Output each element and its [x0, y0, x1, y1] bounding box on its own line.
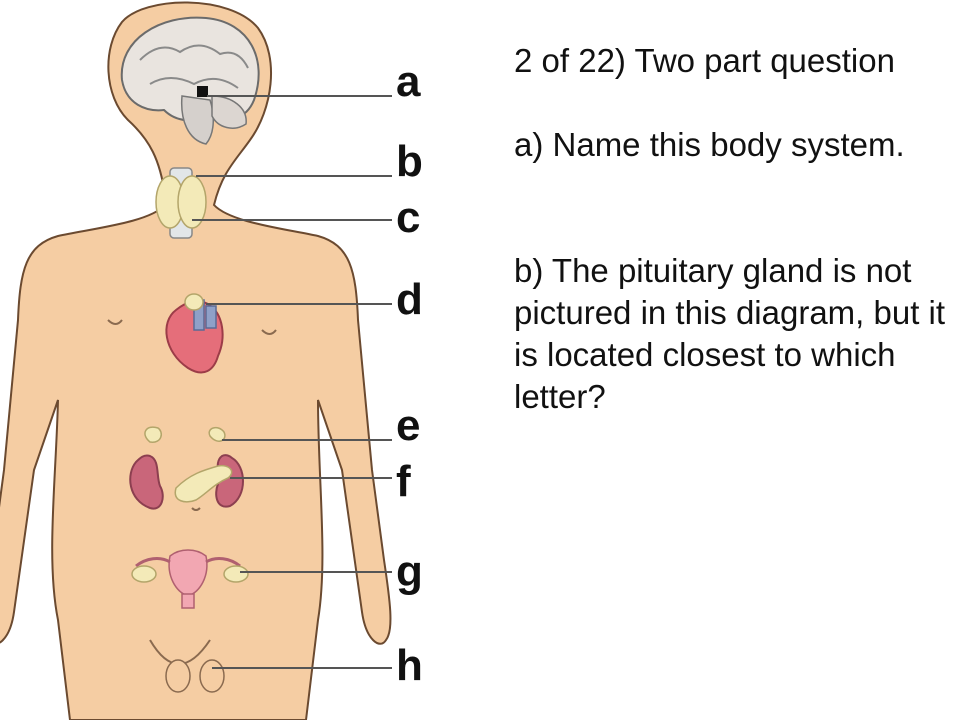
- label-b: b: [396, 137, 423, 186]
- question-title: 2 of 22) Two part question: [514, 42, 895, 79]
- thyroid-gland: [155, 167, 207, 239]
- brain: [120, 16, 260, 145]
- question-part-b: b) The pituitary gland is not pictured i…: [514, 252, 946, 415]
- heart: [165, 293, 224, 374]
- endocrine-system-diagram: a b c d e f g h: [0, 1, 423, 720]
- uterus-and-ovaries: [131, 549, 249, 609]
- letter-labels: a b c d e f g h: [396, 57, 423, 690]
- question-part-a: a) Name this body system.: [514, 126, 905, 163]
- label-f: f: [396, 457, 411, 506]
- label-e: e: [396, 401, 420, 450]
- label-a: a: [396, 57, 421, 106]
- leader-lines: [192, 95, 392, 669]
- label-g: g: [396, 547, 423, 596]
- pancreas: [174, 464, 233, 503]
- question-panel: 2 of 22) Two part question a) Name this …: [514, 40, 954, 418]
- label-d: d: [396, 275, 423, 324]
- label-h: h: [396, 641, 423, 690]
- pineal-gland-marker: [197, 86, 208, 97]
- label-c: c: [396, 193, 420, 242]
